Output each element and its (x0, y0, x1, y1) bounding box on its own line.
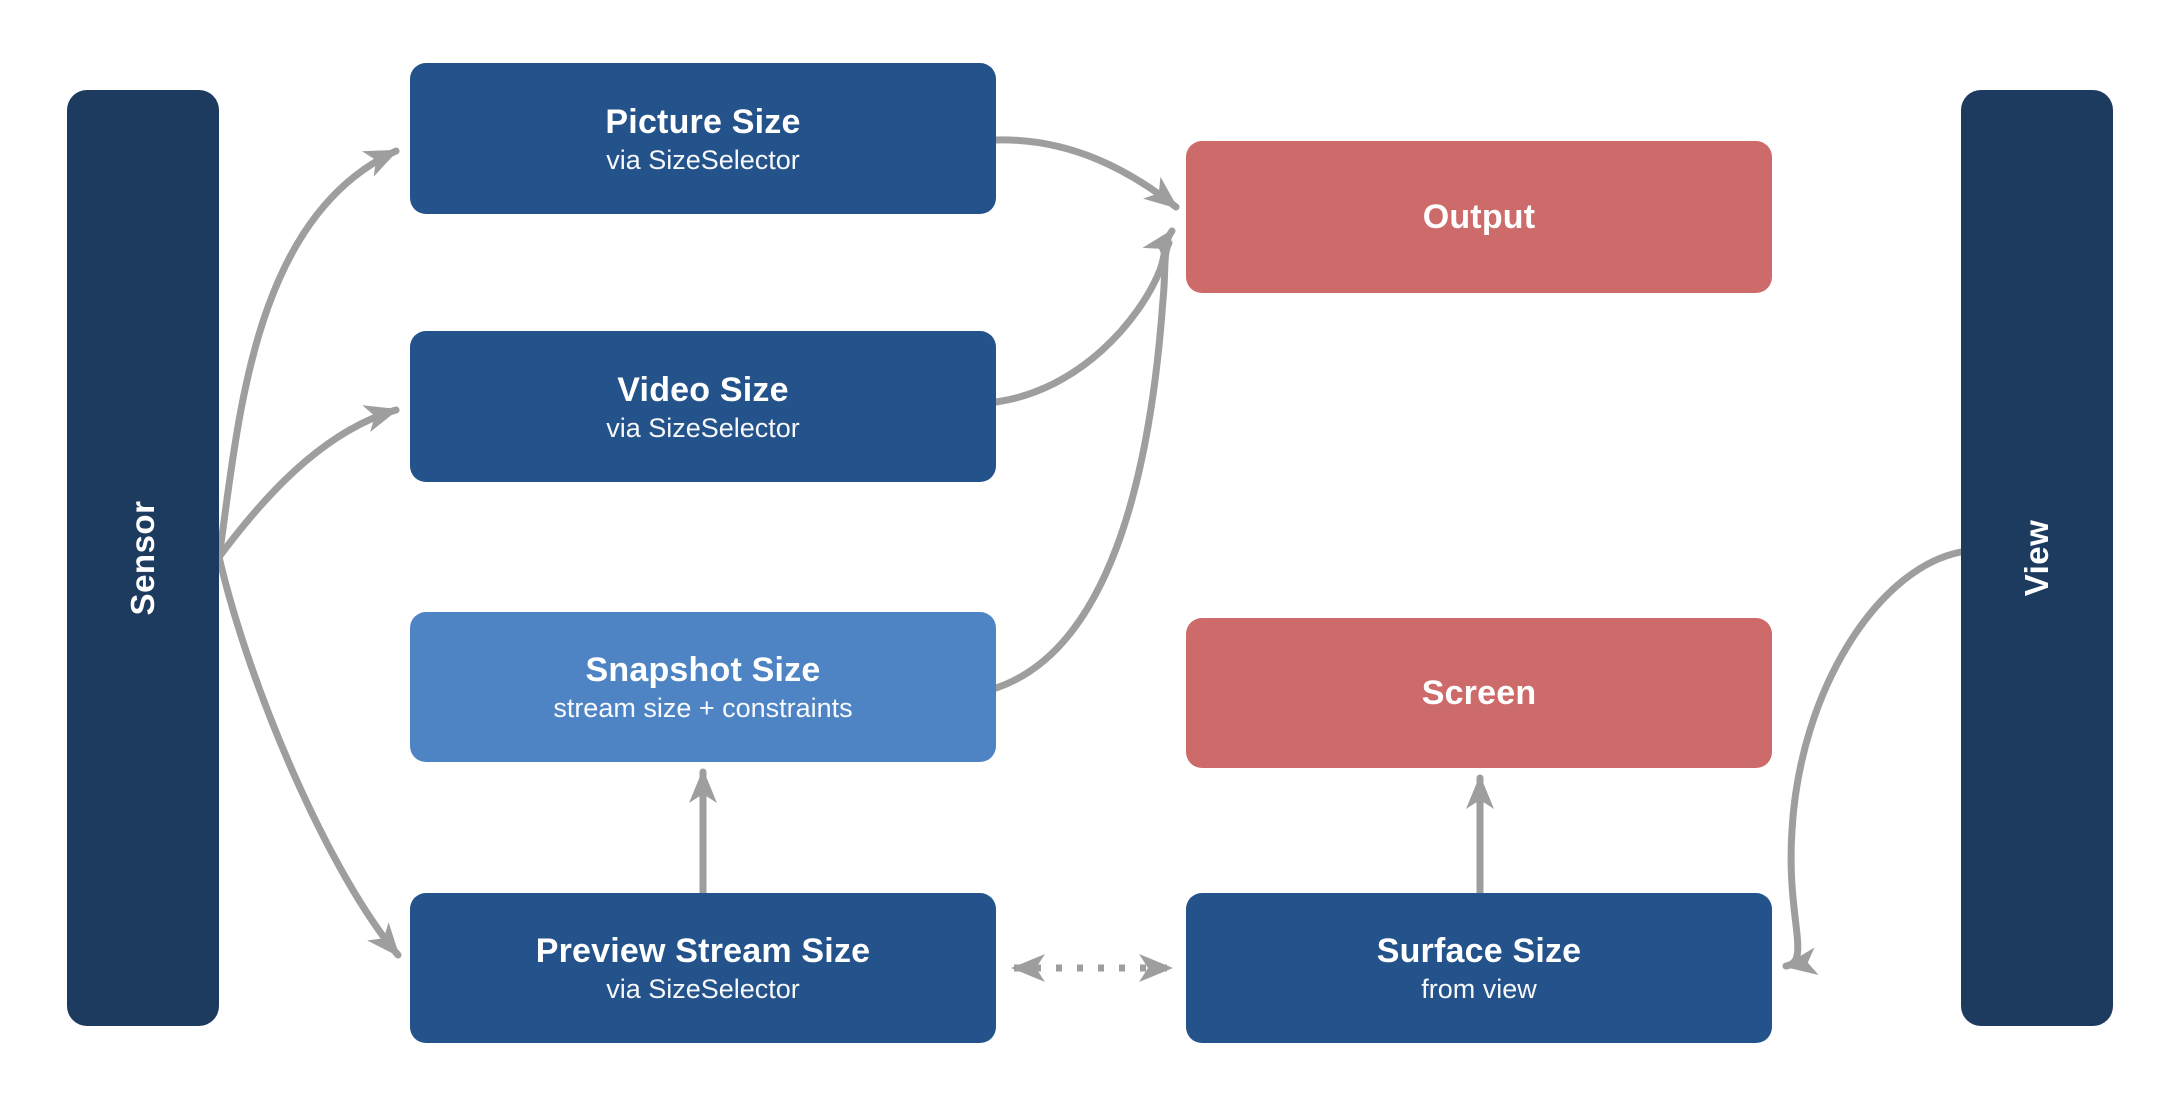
edge-sensor-preview (215, 553, 402, 959)
node-title: Screen (1421, 674, 1537, 712)
node-video-size: Video Size via SizeSelector (410, 331, 996, 482)
edge-sensor-video (215, 405, 400, 561)
node-surface-size: Surface Size from view (1186, 893, 1772, 1043)
view-bar: View (1961, 90, 2113, 1026)
node-screen: Screen (1186, 618, 1772, 768)
node-title: Output (1422, 198, 1536, 236)
view-label: View (2018, 519, 2055, 597)
edge-picture-output (992, 136, 1180, 211)
node-title: Picture Size (605, 102, 801, 141)
node-snapshot-size: Snapshot Size stream size + constraints (410, 612, 996, 762)
node-title: Preview Stream Size (535, 932, 871, 970)
node-subtitle: via SizeSelector (606, 974, 800, 1004)
sensor-label: Sensor (124, 500, 161, 616)
node-picture-size: Picture Size via SizeSelector (410, 63, 996, 214)
edge-view-surface (1782, 548, 1965, 976)
node-title: Video Size (617, 370, 789, 409)
node-preview-stream-size: Preview Stream Size via SizeSelector (410, 893, 996, 1043)
edge-sensor-picture (215, 147, 400, 561)
node-subtitle: via SizeSelector (606, 412, 800, 443)
node-subtitle: stream size + constraints (553, 693, 853, 723)
sensor-bar: Sensor (67, 90, 219, 1026)
node-title: Surface Size (1376, 932, 1582, 970)
node-subtitle: via SizeSelector (606, 144, 800, 175)
edge-snapshot-output (992, 239, 1173, 692)
node-subtitle: from view (1421, 974, 1537, 1004)
node-title: Snapshot Size (585, 651, 821, 689)
node-output: Output (1186, 141, 1772, 293)
edge-video-output (992, 227, 1176, 406)
